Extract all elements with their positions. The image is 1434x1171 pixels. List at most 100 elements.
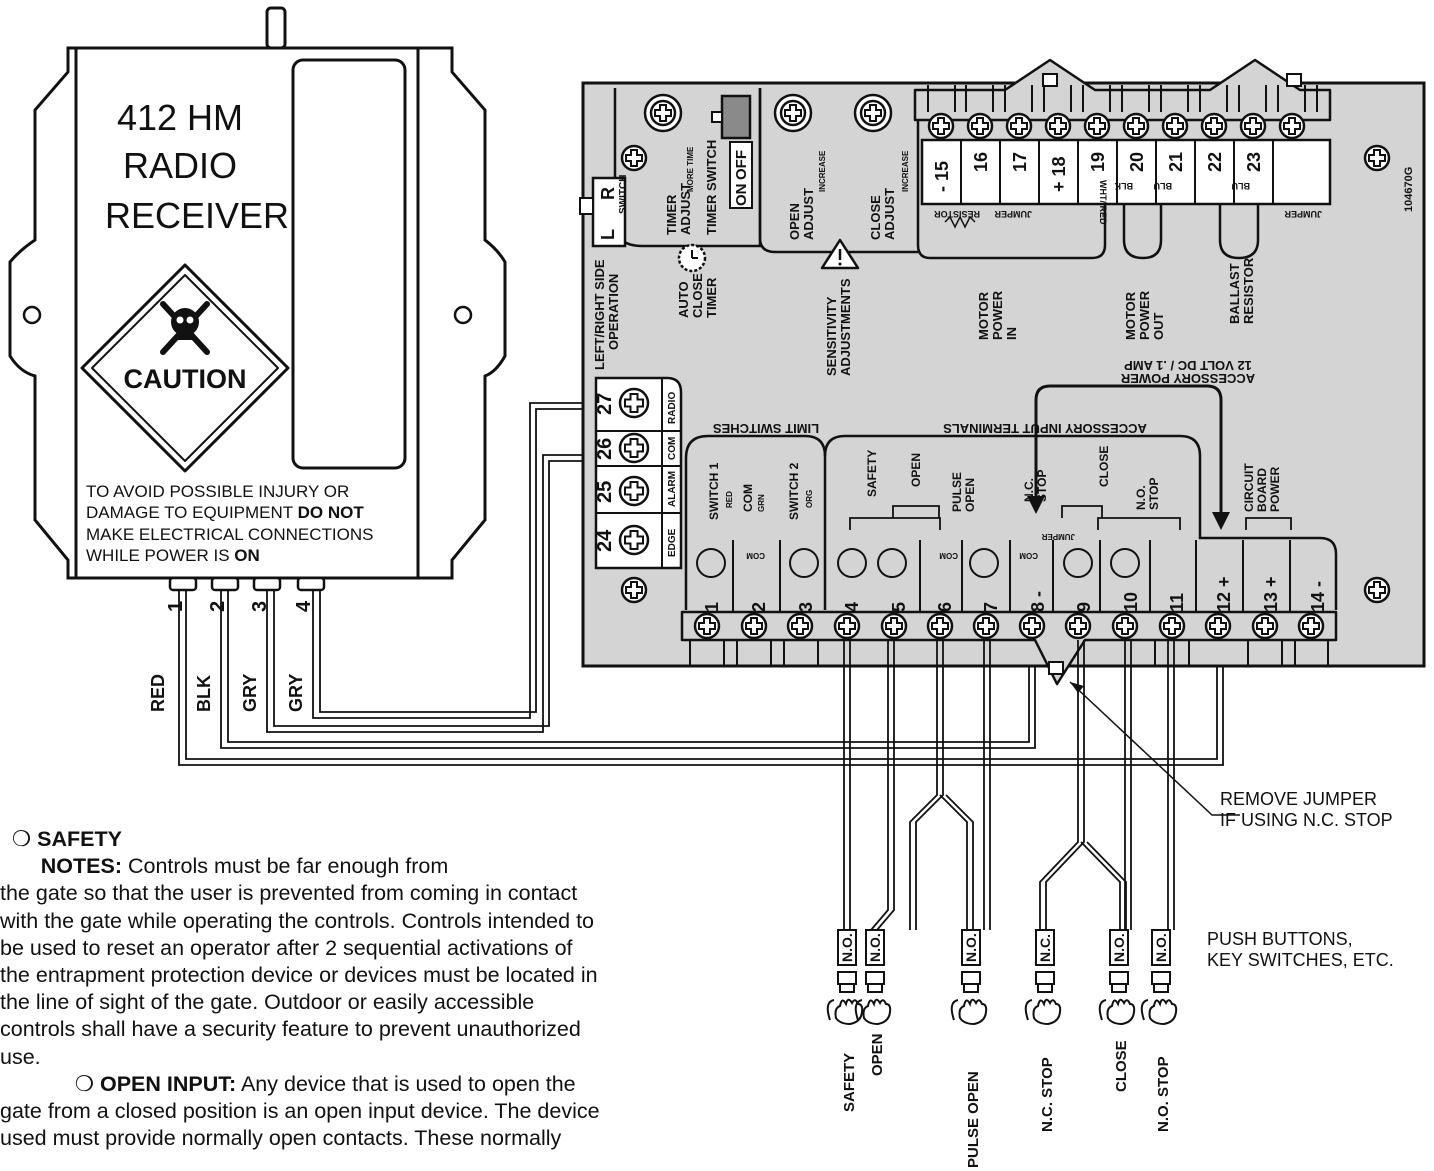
svg-text:3: 3 [796,602,816,612]
svg-text:CLOSE: CLOSE [1097,446,1111,487]
svg-text:LEFT/RIGHT SIDE: LEFT/RIGHT SIDE [592,259,607,370]
skull-crossbones-icon [160,301,210,355]
safety-push-button: N.O. SAFETY [826,929,864,1112]
safety-notes-line: use. [0,1044,41,1069]
svg-text:104670G: 104670G [1403,167,1415,212]
antenna-icon [265,6,287,50]
wire-color-labels: RED BLK GRY GRY [148,674,306,712]
svg-text:24: 24 [594,529,616,552]
board-corner-screw [620,576,648,604]
svg-text:LIMIT SWITCHES: LIMIT SWITCHES [713,421,819,436]
svg-text:5: 5 [889,602,909,612]
svg-text:OUT: OUT [1151,313,1166,341]
svg-text:4: 4 [293,600,315,612]
svg-text:POWER: POWER [1268,466,1282,512]
svg-text:12 VOLT DC / .1 AMP: 12 VOLT DC / .1 AMP [1124,358,1252,373]
svg-text:RESISTOR: RESISTOR [934,209,980,219]
svg-text:ADJUSTMENTS: ADJUSTMENTS [838,278,853,376]
caution-sign: CAUTION [80,263,290,473]
svg-text:STOP: STOP [1035,470,1049,502]
svg-text:N.O.: N.O. [839,933,855,962]
svg-text:L: L [598,229,618,240]
svg-text:RADIO: RADIO [667,392,678,424]
svg-text:N.O.: N.O. [963,933,979,962]
pulse-open-push-button: N.O. PULSE OPEN [950,929,988,1168]
svg-text:COM: COM [741,484,755,512]
svg-text:ACCESSORY INPUT TERMINALS: ACCESSORY INPUT TERMINALS [943,421,1147,436]
svg-text:14 -: 14 - [1308,581,1328,612]
svg-text:MAKE ELECTRICAL CONNECTIONS: MAKE ELECTRICAL CONNECTIONS [86,525,373,544]
svg-text:BLU: BLU [1154,181,1173,191]
open-input-line: used must provide normally open contacts… [0,1126,562,1151]
board-corner-screw [1363,144,1391,172]
svg-text:GRY: GRY [240,674,260,712]
svg-text:ALARM: ALARM [667,471,678,507]
safety-notes-line: the gate so that the user is prevented f… [0,881,578,906]
timer-switch[interactable] [711,94,752,140]
svg-text:OPERATION: OPERATION [606,274,621,350]
svg-text:25: 25 [594,481,616,503]
mount-hole-left [22,305,42,325]
svg-text:2: 2 [207,601,229,612]
svg-text:SAFETY: SAFETY [841,1053,858,1112]
svg-text:N.O.: N.O. [1153,933,1169,962]
svg-text:N.O.: N.O. [1134,485,1148,510]
svg-text:RED: RED [148,674,168,712]
radio-receiver: 412 HM RADIO RECEIVER CAUTION TO AVOID P… [8,6,507,712]
top-terminal-numbers: - 15 16 17 + 18 19 20 21 22 23 [932,152,1264,192]
left-right-switch[interactable]: L R SWITCH [579,175,629,248]
svg-text:COM: COM [1019,551,1038,560]
svg-text:OPEN: OPEN [963,478,977,512]
svg-text:19: 19 [1088,152,1108,172]
svg-text:N.O.: N.O. [867,933,883,962]
svg-text:2: 2 [749,602,769,612]
svg-text:EDGE: EDGE [667,528,678,557]
svg-text:26: 26 [594,438,616,460]
svg-text:17: 17 [1010,152,1030,172]
svg-text:ADJUST: ADJUST [801,188,816,240]
svg-text:ADJUST: ADJUST [882,188,897,240]
svg-text:N.C.: N.C. [1022,478,1036,502]
svg-text:REMOVE JUMPER IF USING N: REMOVE JUMPER IF USING N.C. STOP [1220,789,1393,830]
bottom-terminal-blanks [696,548,1140,578]
close-push-button: N.O. CLOSE [1098,929,1136,1092]
svg-text:BOARD: BOARD [1255,468,1269,512]
svg-text:SWITCH 1: SWITCH 1 [707,462,721,520]
circuit-board: - 15 16 17 + 18 19 20 21 22 23 WHT/ RED … [579,58,1426,686]
safety-notes-paragraph: ❍ SAFETY NOTES: Controls must be far eno… [11,827,449,879]
svg-text:SENSITIVITY: SENSITIVITY [824,296,839,376]
svg-text:27: 27 [594,393,616,415]
svg-text:TO AVOID POSSIBLE INJURY OR: TO AVOID POSSIBLE INJURY OR [86,482,349,501]
svg-text:N.C.: N.C. [1037,934,1053,962]
svg-text:STOP: STOP [1147,478,1161,510]
svg-text:IN: IN [1004,327,1019,340]
svg-text:CIRCUIT: CIRCUIT [1242,463,1256,512]
svg-text:9: 9 [1074,602,1094,612]
svg-text:MOTOR: MOTOR [976,291,991,340]
svg-text:TIMER: TIMER [704,277,719,318]
close-adjust-pot[interactable] [853,93,893,133]
svg-text:BLK: BLK [194,675,214,712]
open-adjust-pot[interactable] [773,93,813,133]
svg-text:SAFETY: SAFETY [865,450,879,497]
svg-text:10: 10 [1121,592,1141,612]
hand-pointer-icon [1140,998,1178,1025]
svg-text:TIMER SWITCH: TIMER SWITCH [704,140,719,235]
svg-text:POWER: POWER [990,290,1005,340]
auto-close-timer-icon [677,243,707,273]
svg-text:JUMPER: JUMPER [1041,532,1075,541]
mount-hole-right [453,305,473,325]
sensitivity-warning-icon [820,238,860,270]
svg-text:ACCESSORY POWER: ACCESSORY POWER [1120,371,1255,386]
svg-text:JUMPER: JUMPER [1284,209,1322,219]
push-buttons: N.O. SAFETY N.O. OPEN N.O. PULSE OPEN N.… [826,929,1178,1168]
receiver-title: 412 HM RADIO RECEIVER [105,97,289,236]
timer-adjust-pot[interactable] [643,93,683,133]
svg-text:DAMAGE TO EQUIPMENT DO NOT: DAMAGE TO EQUIPMENT DO NOT [86,503,364,522]
svg-text:SWITCH 2: SWITCH 2 [787,462,801,520]
svg-text:RESISTOR: RESISTOR [1241,257,1256,324]
svg-text:ADJUST: ADJUST [678,183,693,235]
svg-text:11: 11 [1167,593,1187,612]
svg-text:OPEN: OPEN [909,453,923,487]
svg-text:MORE TIME: MORE TIME [686,146,695,192]
